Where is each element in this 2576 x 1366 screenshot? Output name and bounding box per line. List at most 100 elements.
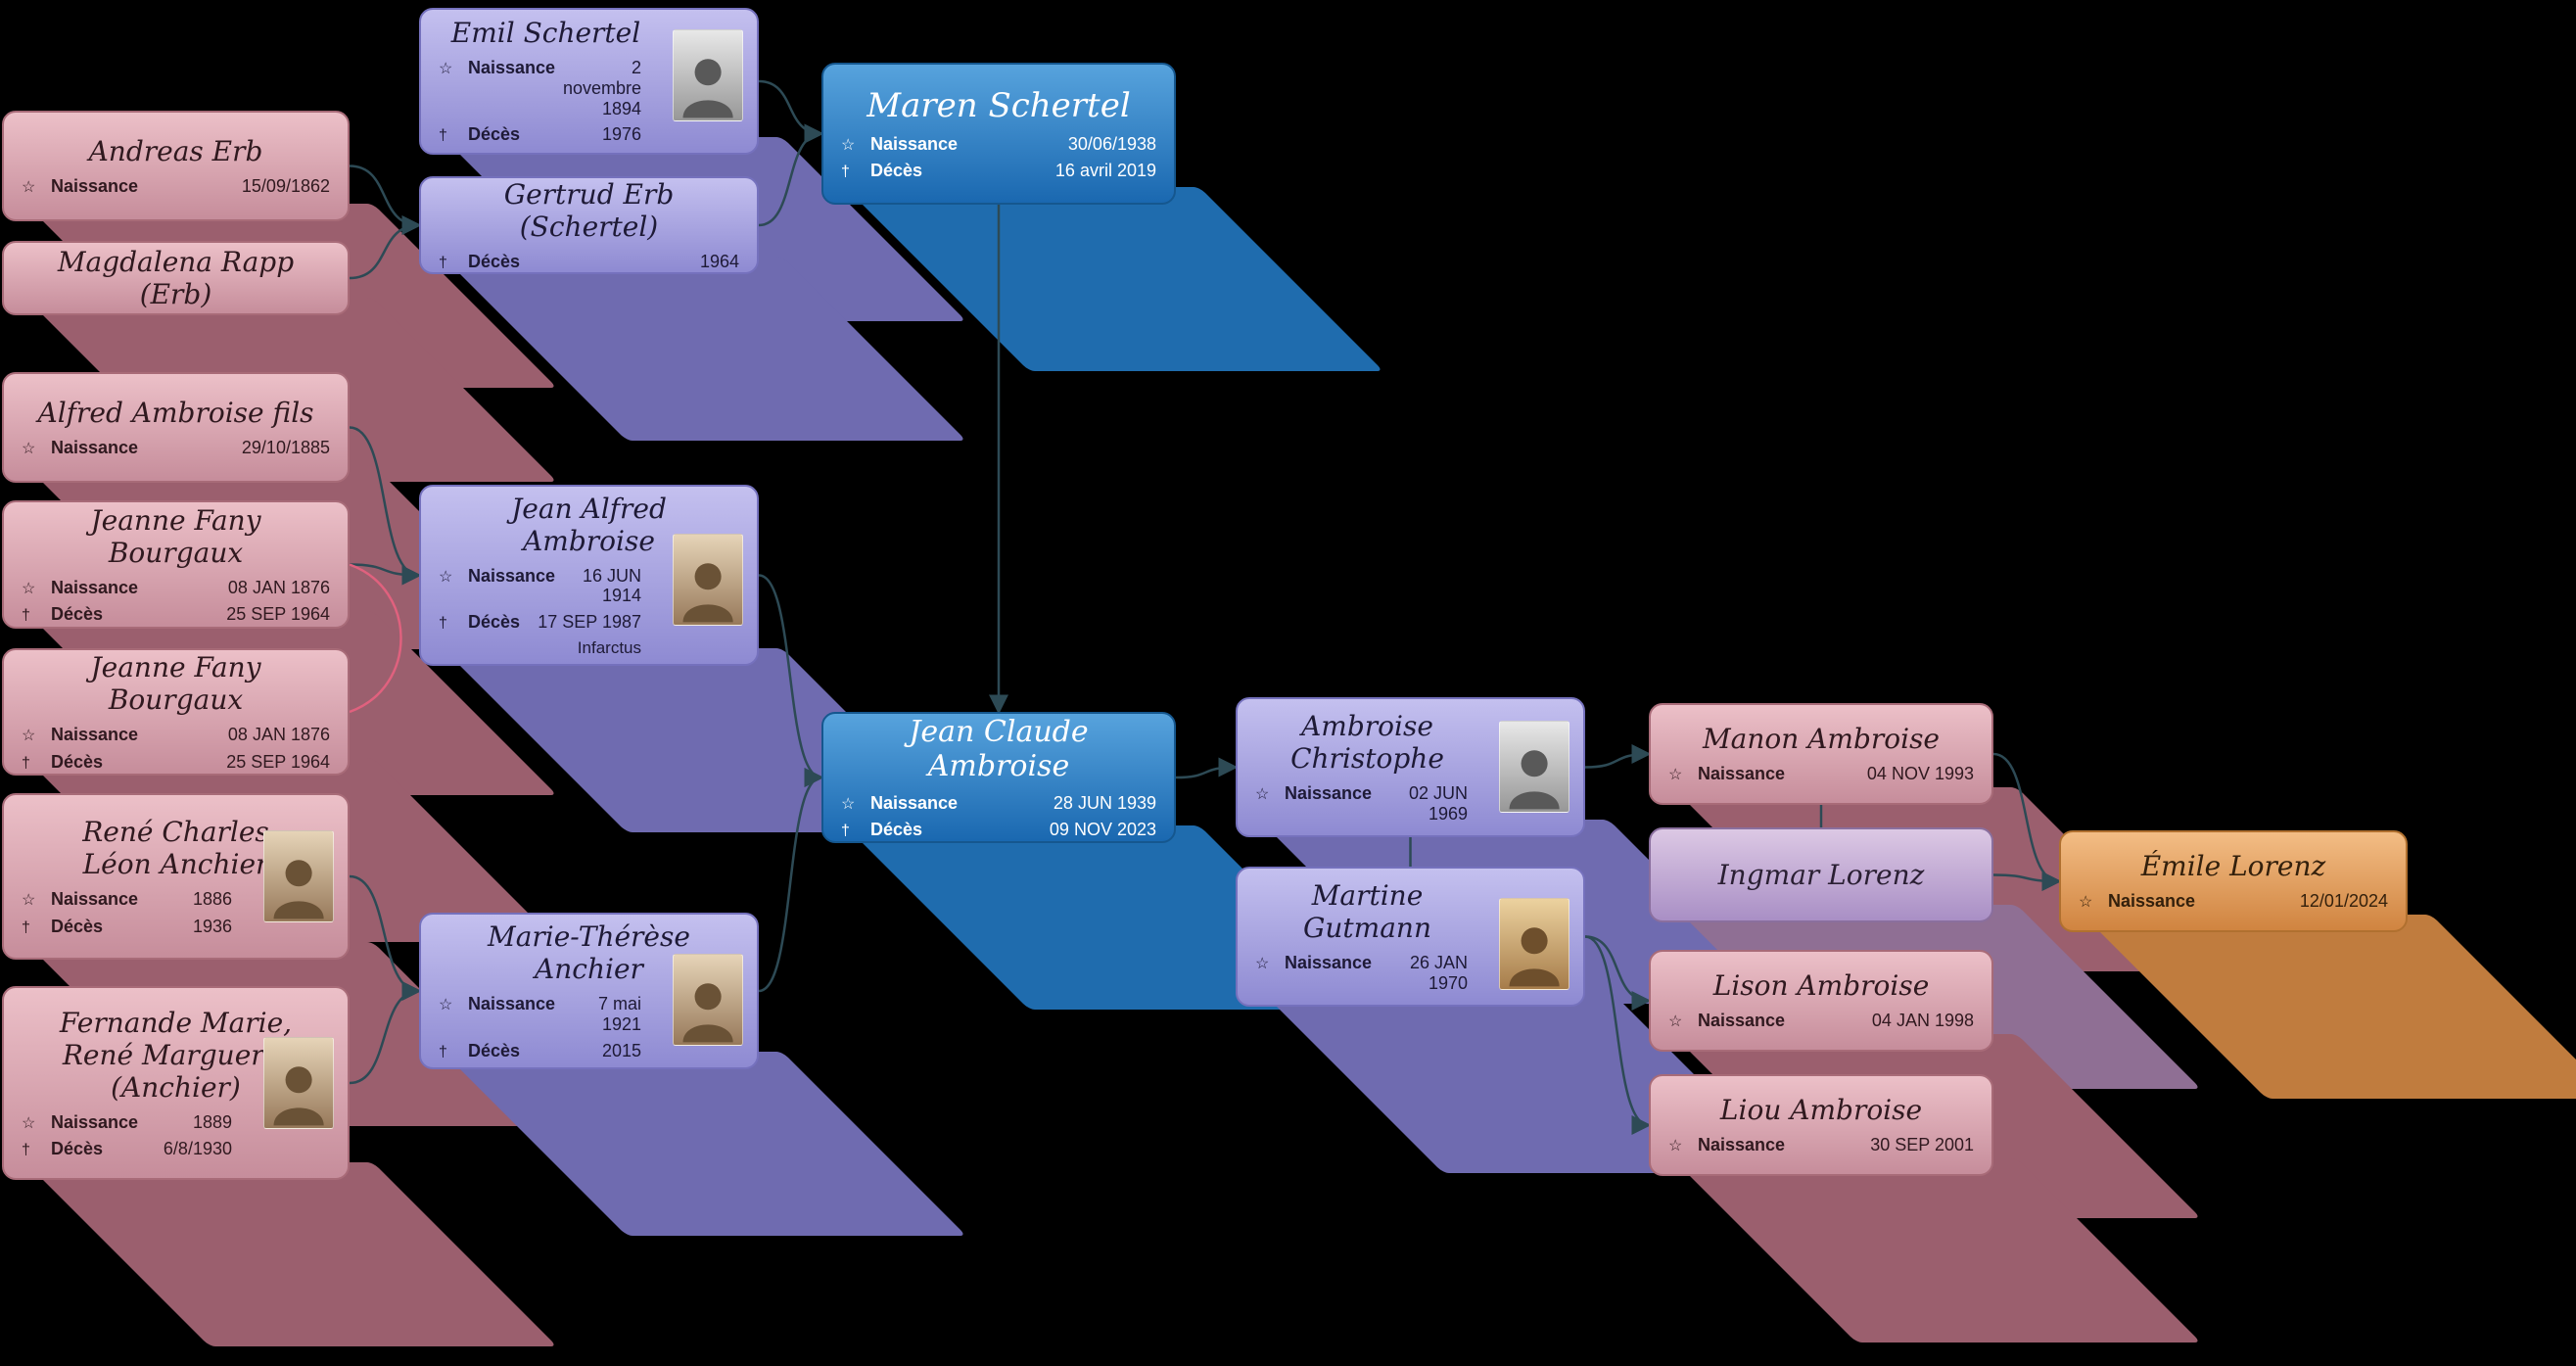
edge-martine-gutmann--lison-ambroise [1584,935,1652,1011]
event-value: 1889 [192,1111,232,1132]
event-value: 16 JUN 1914 [582,565,641,606]
death-icon: † [22,1142,30,1159]
event-label: Naissance [870,792,959,813]
person-name: Maren Schertel [866,85,1131,125]
death-icon: † [439,615,447,633]
edge-jean-alfred-ambroise--jean-claude-ambroise [758,574,824,787]
person-name: Andreas Erb [88,134,263,167]
event-label: Décès [870,819,923,839]
event-label: Naissance [468,565,556,586]
event-value: 2 novembre 1894 [562,58,641,118]
event-label: Naissance [870,133,959,154]
person-silhouette-icon [1509,927,1560,987]
death-icon: † [439,254,447,271]
birth-icon: ☆ [841,795,856,813]
person-name: Alfred Ambroise fils [37,396,314,429]
event-value: 12/01/2024 [2299,891,2388,912]
birth-icon: ☆ [439,568,453,586]
event-label: Décès [51,604,104,625]
death-icon: † [22,607,30,625]
edge-gertrud-erb-schertel--maren-schertel [758,123,824,227]
event-value: 08 JAN 1876 [227,577,330,597]
person-name: Manon Ambroise [1702,723,1941,756]
person-silhouette-icon [682,983,733,1043]
person-card-magdalena-rapp[interactable]: Magdalena Rapp (Erb) [2,241,350,315]
event-label: Naissance [51,437,139,457]
person-name: René Charles Léon Anchier [82,816,269,881]
person-silhouette-icon [682,59,733,118]
edge-ingmar-lorenz--emile-lorenz [1992,871,2062,891]
person-silhouette-icon [273,860,324,919]
death-icon: † [439,127,447,145]
event-value: 1936 [192,916,232,936]
birth-event-row: ☆ Naissance 04 NOV 1993 [1668,764,1974,784]
person-name: Emil Schertel [450,17,641,50]
person-name: Magdalena Rapp (Erb) [57,245,295,310]
portrait-photo [263,830,334,922]
death-icon: † [841,164,850,181]
birth-icon: ☆ [22,892,36,910]
birth-icon: ☆ [1668,767,1683,784]
birth-event-row: ☆ Naissance 16 JUN 1914 [439,566,641,606]
person-name: Ingmar Lorenz [1717,858,1925,891]
edge-magdalena-rapp--gertrud-erb-schertel [349,215,422,280]
edge-jeanne-fany-bourgaux-1--jeanne-fany-bourgaux-2 [349,563,402,714]
event-label: Naissance [51,889,139,910]
event-label: Naissance [468,994,556,1014]
person-card-ingmar-lorenz[interactable]: Ingmar Lorenz [1649,827,1993,922]
person-name: Jeanne Fany Bourgaux [90,651,261,717]
portrait-photo [1499,898,1569,990]
event-label: Naissance [51,1111,139,1132]
birth-icon: ☆ [22,1114,36,1132]
event-label: Naissance [1698,764,1786,784]
person-silhouette-icon [1509,750,1560,810]
person-card-fernande-marie-rene-marguerie[interactable]: Fernande Marie, René Marguerie (Anchier)… [2,986,350,1180]
birth-icon: ☆ [1255,786,1270,804]
event-value: 28 JUN 1939 [1053,792,1156,813]
event-value: 1976 [601,124,641,145]
event-value: 15/09/1862 [241,175,330,196]
person-name: Jeanne Fany Bourgaux [90,503,261,569]
death-icon: † [22,919,30,936]
event-value: 25 SEP 1964 [226,751,330,772]
event-value: 30/06/1938 [1067,133,1156,154]
event-value: 25 SEP 1964 [226,604,330,625]
event-label: Décès [468,251,521,271]
person-card-manon-ambroise[interactable]: Manon Ambroise ☆ Naissance 04 NOV 1993 [1649,703,1993,805]
portrait-photo [673,954,743,1046]
event-value: 04 NOV 1993 [1866,764,1974,784]
person-silhouette-icon [273,1066,324,1126]
portrait-photo [673,534,743,626]
person-name: Marie-Thérèse Anchier [488,920,690,986]
event-label: Décès [468,124,521,145]
birth-icon: ☆ [22,580,36,597]
